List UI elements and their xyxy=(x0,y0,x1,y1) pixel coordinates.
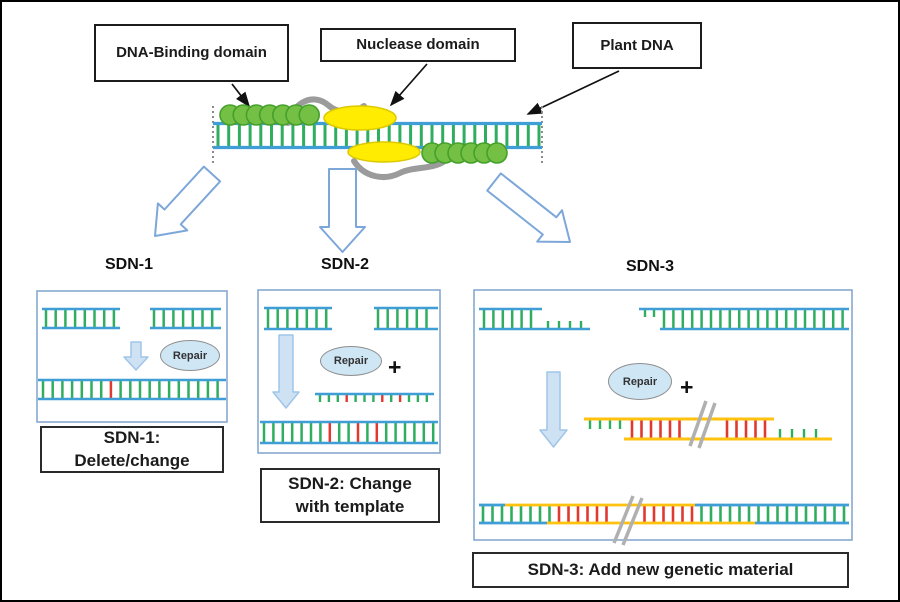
sdn3-plus-sign: + xyxy=(680,374,694,400)
sdn2-repair-oval: Repair xyxy=(320,346,382,376)
sdn1-repair-oval: Repair xyxy=(160,340,220,371)
label-plant-dna: Plant DNA xyxy=(572,22,702,69)
sdn2-title: SDN-2 xyxy=(320,256,369,273)
pointer-arrows xyxy=(231,63,620,115)
sdn2-plus-sign: + xyxy=(388,354,402,380)
label-dna-binding-domain: DNA-Binding domain xyxy=(94,24,289,82)
sdn1-caption: SDN-1: Delete/change xyxy=(40,426,224,473)
sdn2-caption: SDN-2: Change with template xyxy=(260,468,440,523)
sdn2-panel xyxy=(257,289,441,454)
sdn3-panel xyxy=(473,289,853,546)
nuclease-complex-illustration xyxy=(212,96,543,180)
sdn3-repair-oval: Repair xyxy=(608,363,672,400)
flow-arrows xyxy=(154,165,571,253)
label-nuclease-domain: Nuclease domain xyxy=(320,28,516,62)
sdn3-title: SDN-3 xyxy=(625,258,674,275)
sdn3-caption: SDN-3: Add new genetic material xyxy=(472,552,849,588)
sdn1-title: SDN-1 xyxy=(104,256,153,273)
